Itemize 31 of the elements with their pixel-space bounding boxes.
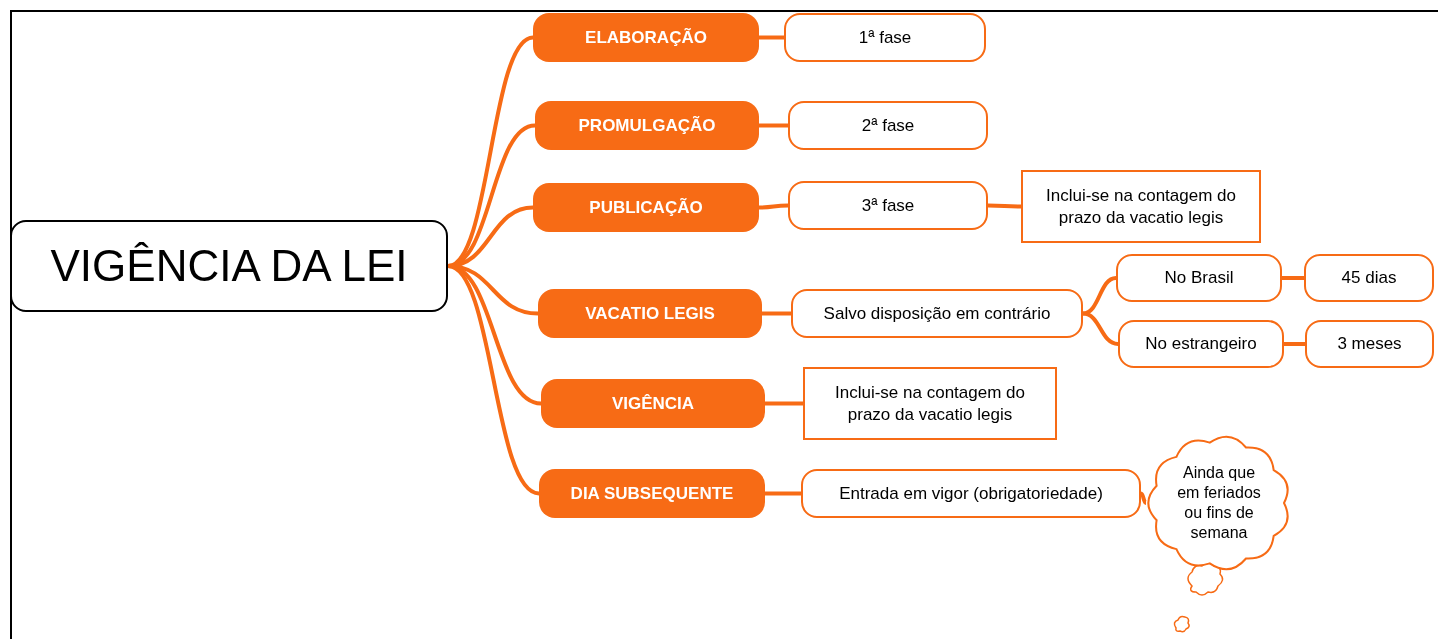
subtopic-box: 1ª fase xyxy=(784,13,986,62)
branch-line xyxy=(1082,311,1119,346)
topic-box: ELABORAÇÃO xyxy=(533,13,759,62)
branch-line xyxy=(759,123,788,128)
subtopic-box: Entrada em vigor (obrigatoriedade) xyxy=(801,469,1141,518)
thought-cloud: Ainda que em feriados ou fins de semana xyxy=(1146,434,1292,572)
branch-line xyxy=(1082,276,1117,316)
topic-box: PUBLICAÇÃO xyxy=(533,183,759,232)
note-box: Inclui-se na contagem do prazo da vacatio legis xyxy=(803,367,1057,440)
note-box: Inclui-se na contagem do prazo da vacatio legis xyxy=(1021,170,1261,243)
branch-line xyxy=(765,401,803,406)
branch-line xyxy=(765,491,801,496)
topic-box: DIA SUBSEQUENTE xyxy=(539,469,765,518)
subtopic-box: 2ª fase xyxy=(788,101,988,150)
branch-line xyxy=(1284,342,1305,346)
branch-line xyxy=(762,311,791,316)
subtopic-box: 45 dias xyxy=(1304,254,1434,302)
subtopic-box: 3ª fase xyxy=(788,181,988,230)
branch-line xyxy=(1139,492,1148,505)
subtopic-box: Salvo disposição em contrário xyxy=(791,289,1083,338)
subtopic-box: 3 meses xyxy=(1305,320,1434,368)
central-topic-box: VIGÊNCIA DA LEI xyxy=(10,220,448,312)
branch-line xyxy=(759,35,784,40)
topic-box: PROMULGAÇÃO xyxy=(535,101,759,150)
branch-line xyxy=(758,203,789,210)
topic-box: VACATIO LEGIS xyxy=(538,289,762,338)
branch-line xyxy=(988,203,1021,209)
topic-box: VIGÊNCIA xyxy=(541,379,765,428)
subtopic-box: No estrangeiro xyxy=(1118,320,1284,368)
branch-line xyxy=(1282,276,1304,280)
subtopic-box: No Brasil xyxy=(1116,254,1282,302)
